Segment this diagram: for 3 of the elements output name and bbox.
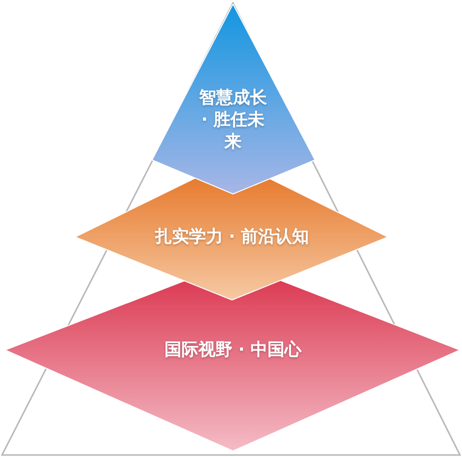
- tier-label: 国际视野 · 中国心: [163, 339, 303, 361]
- tier-label: 智慧成长 · 胜任未来: [198, 87, 268, 153]
- tier-label: 扎实学力 · 前沿认知: [154, 226, 310, 248]
